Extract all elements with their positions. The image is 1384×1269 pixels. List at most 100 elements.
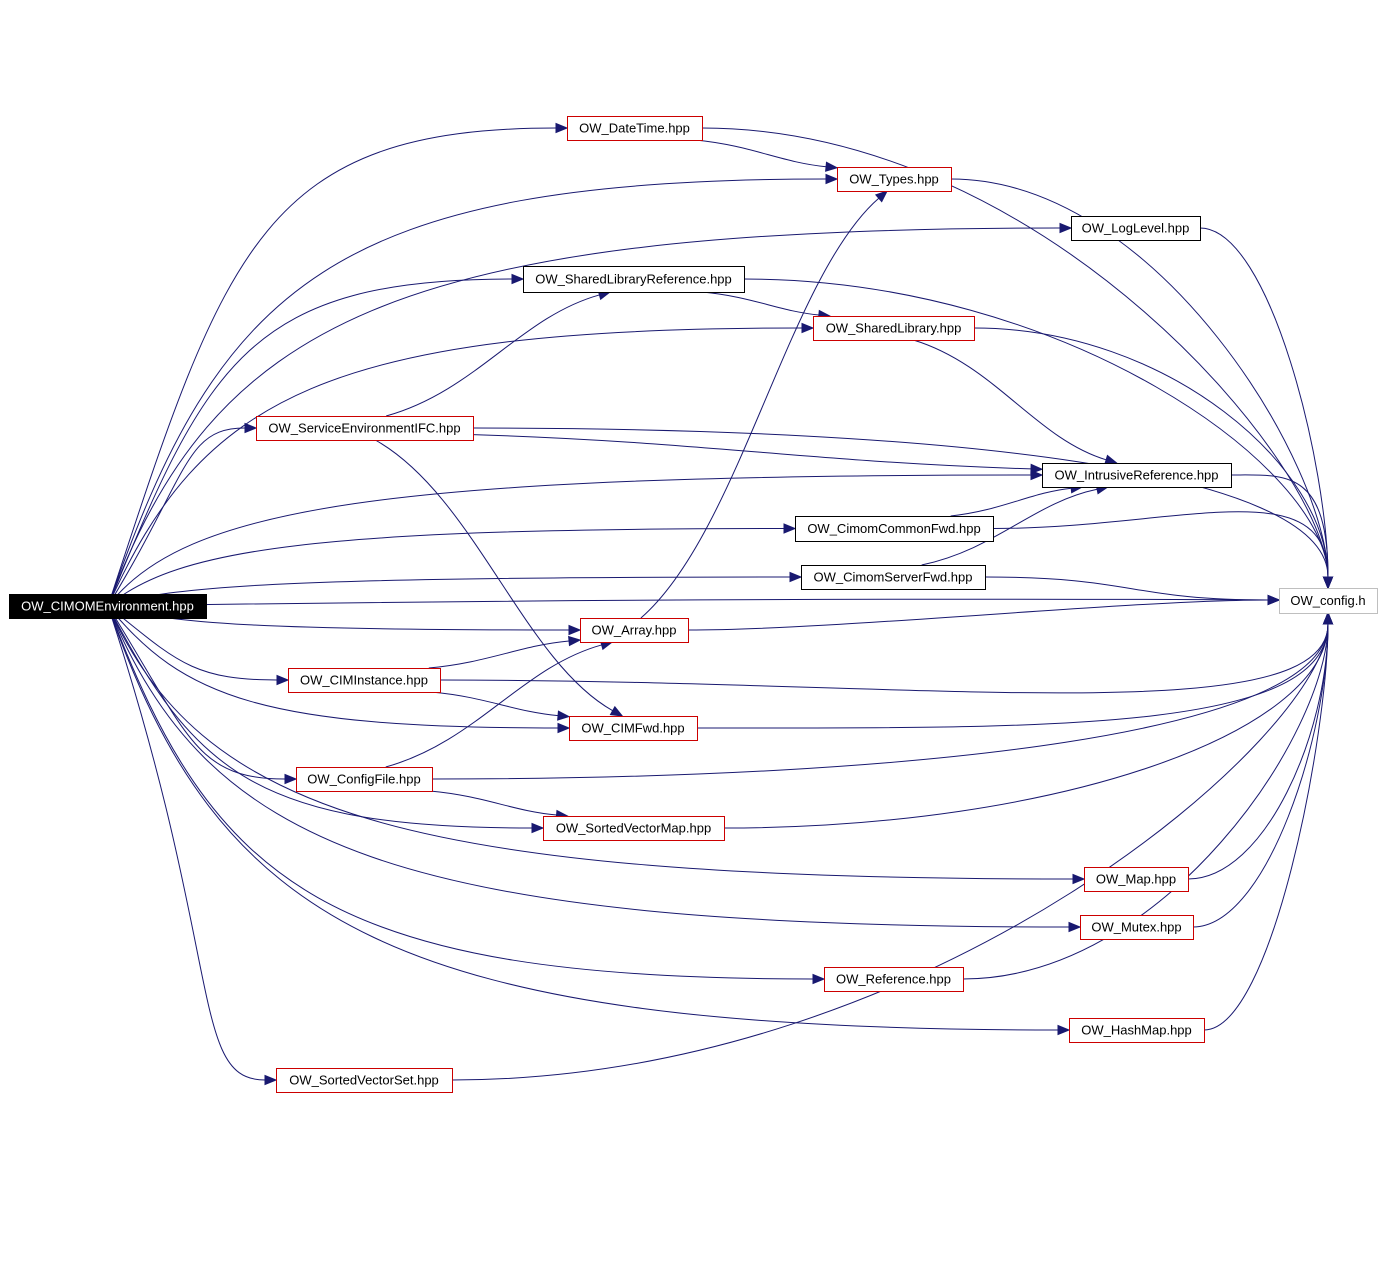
edge-types-to-cfg — [950, 178, 1329, 578]
edge-csf-to-cfg — [984, 576, 1269, 601]
node-label-cimi[interactable]: OW_CIMInstance.hpp — [300, 673, 428, 688]
arrowhead-root-to-map — [1072, 873, 1086, 885]
edge-root-to-map — [107, 605, 1074, 880]
node-dt[interactable]: OW_DateTime.hpp — [567, 116, 703, 141]
node-cfg[interactable]: OW_config.h — [1279, 588, 1378, 614]
node-label-cf[interactable]: OW_ConfigFile.hpp — [307, 772, 420, 787]
node-label-svm[interactable]: OW_SortedVectorMap.hpp — [556, 821, 711, 836]
node-label-slr[interactable]: OW_SharedLibraryReference.hpp — [535, 272, 732, 287]
node-label-hm[interactable]: OW_HashMap.hpp — [1081, 1023, 1192, 1038]
arrowhead-arr-to-types — [874, 190, 889, 203]
node-map[interactable]: OW_Map.hpp — [1084, 867, 1189, 892]
node-label-mutex[interactable]: OW_Mutex.hpp — [1091, 920, 1181, 935]
node-label-cfg[interactable]: OW_config.h — [1290, 593, 1365, 608]
node-label-map[interactable]: OW_Map.hpp — [1096, 872, 1176, 887]
edge-dt-to-types — [695, 139, 827, 168]
node-label-svs[interactable]: OW_SortedVectorSet.hpp — [289, 1073, 439, 1088]
node-label-csf[interactable]: OW_CimomServerFwd.hpp — [814, 570, 973, 585]
node-label-ccf[interactable]: OW_CimomCommonFwd.hpp — [807, 521, 980, 536]
nodes-layer: OW_CIMOMEnvironment.hpp OW_DateTime.hppOW… — [9, 116, 1378, 1093]
node-log[interactable]: OW_LogLevel.hpp — [1071, 216, 1201, 241]
node-box-root[interactable] — [9, 594, 207, 619]
edges-layer — [107, 122, 1334, 1086]
edge-root-to-log — [107, 227, 1061, 607]
node-label-seifc[interactable]: OW_ServiceEnvironmentIFC.hpp — [268, 421, 460, 436]
arrowhead-arr-to-cfg — [1267, 594, 1281, 606]
node-box-ref[interactable] — [824, 967, 964, 992]
edge-cimi-to-cimf — [431, 691, 559, 717]
node-csf[interactable]: OW_CimomServerFwd.hpp — [801, 565, 986, 590]
node-box-ir[interactable] — [1042, 463, 1232, 488]
edge-root-to-seifc — [107, 427, 246, 607]
edge-root-to-cf — [107, 605, 286, 780]
node-box-types[interactable] — [837, 167, 952, 192]
node-label-log[interactable]: OW_LogLevel.hpp — [1082, 221, 1190, 236]
node-box-seifc[interactable] — [256, 416, 474, 441]
node-box-hm[interactable] — [1069, 1018, 1205, 1043]
node-box-log[interactable] — [1071, 216, 1201, 241]
node-cimf[interactable]: OW_CIMFwd.hpp — [569, 716, 698, 741]
node-label-root[interactable]: OW_CIMOMEnvironment.hpp — [21, 599, 194, 614]
node-box-map[interactable] — [1084, 867, 1189, 892]
node-label-sl[interactable]: OW_SharedLibrary.hpp — [826, 321, 962, 336]
node-ir[interactable]: OW_IntrusiveReference.hpp — [1042, 463, 1232, 488]
edge-map-to-cfg — [1187, 623, 1329, 880]
edge-cf-to-svm — [429, 790, 557, 816]
node-seifc[interactable]: OW_ServiceEnvironmentIFC.hpp — [256, 416, 474, 441]
node-cf[interactable]: OW_ConfigFile.hpp — [296, 767, 433, 792]
node-box-ccf[interactable] — [795, 516, 994, 542]
node-box-dt[interactable] — [567, 116, 703, 141]
node-svs[interactable]: OW_SortedVectorSet.hpp — [276, 1068, 453, 1093]
node-box-cf[interactable] — [296, 767, 433, 792]
node-box-mutex[interactable] — [1080, 915, 1194, 940]
node-box-slr[interactable] — [523, 266, 745, 293]
edge-slr-to-sl — [702, 291, 819, 316]
arrowhead-ccf-to-cfg — [1322, 576, 1334, 590]
node-label-arr[interactable]: OW_Array.hpp — [591, 623, 676, 638]
edge-dt-to-cfg — [701, 127, 1329, 578]
node-label-ir[interactable]: OW_IntrusiveReference.hpp — [1054, 468, 1218, 483]
node-box-svm[interactable] — [543, 816, 725, 841]
arrowhead-dt-to-types — [825, 161, 839, 172]
edge-seifc-to-cimf — [374, 439, 613, 712]
node-types[interactable]: OW_Types.hpp — [837, 167, 952, 192]
arrowhead-root-to-mutex — [1068, 921, 1082, 933]
node-ccf[interactable]: OW_CimomCommonFwd.hpp — [795, 516, 994, 542]
node-cimi[interactable]: OW_CIMInstance.hpp — [288, 668, 441, 693]
node-box-svs[interactable] — [276, 1068, 453, 1093]
node-label-ref[interactable]: OW_Reference.hpp — [836, 972, 951, 987]
node-label-dt[interactable]: OW_DateTime.hpp — [579, 121, 690, 136]
node-svm[interactable]: OW_SortedVectorMap.hpp — [543, 816, 725, 841]
node-label-types[interactable]: OW_Types.hpp — [849, 172, 939, 187]
node-box-csf[interactable] — [801, 565, 986, 590]
node-box-cfg[interactable] — [1279, 588, 1378, 614]
node-hm[interactable]: OW_HashMap.hpp — [1069, 1018, 1205, 1043]
edge-root-to-svm — [107, 605, 533, 829]
node-box-cimf[interactable] — [569, 716, 698, 741]
edge-hm-to-cfg — [1203, 623, 1329, 1031]
node-box-sl[interactable] — [813, 316, 975, 341]
node-slr[interactable]: OW_SharedLibraryReference.hpp — [523, 266, 745, 293]
edge-seifc-to-cfg — [472, 427, 1329, 578]
node-ref[interactable]: OW_Reference.hpp — [824, 967, 964, 992]
node-label-cimf[interactable]: OW_CIMFwd.hpp — [581, 721, 684, 736]
edge-csf-to-ir — [921, 488, 1098, 566]
node-arr[interactable]: OW_Array.hpp — [580, 618, 689, 643]
node-root[interactable]: OW_CIMOMEnvironment.hpp — [9, 594, 207, 619]
arrowhead-root-to-cf — [284, 773, 298, 785]
edge-arr-to-cfg — [687, 599, 1269, 631]
node-box-cimi[interactable] — [288, 668, 441, 693]
arrowhead-root-to-seifc — [244, 422, 258, 434]
node-box-arr[interactable] — [580, 618, 689, 643]
edge-cf-to-arr — [385, 644, 602, 768]
node-mutex[interactable]: OW_Mutex.hpp — [1080, 915, 1194, 940]
arrowhead-sl-to-ir — [1104, 454, 1118, 465]
edge-log-to-cfg — [1199, 227, 1329, 578]
arrowhead-root-to-ref — [812, 973, 826, 985]
arrowhead-root-to-sl — [801, 322, 815, 334]
edge-root-to-ref — [107, 605, 814, 980]
arrowhead-cimi-to-cimf — [557, 710, 571, 721]
edge-root-to-types — [107, 178, 827, 607]
node-sl[interactable]: OW_SharedLibrary.hpp — [813, 316, 975, 341]
arrowhead-root-to-svm — [531, 822, 545, 834]
